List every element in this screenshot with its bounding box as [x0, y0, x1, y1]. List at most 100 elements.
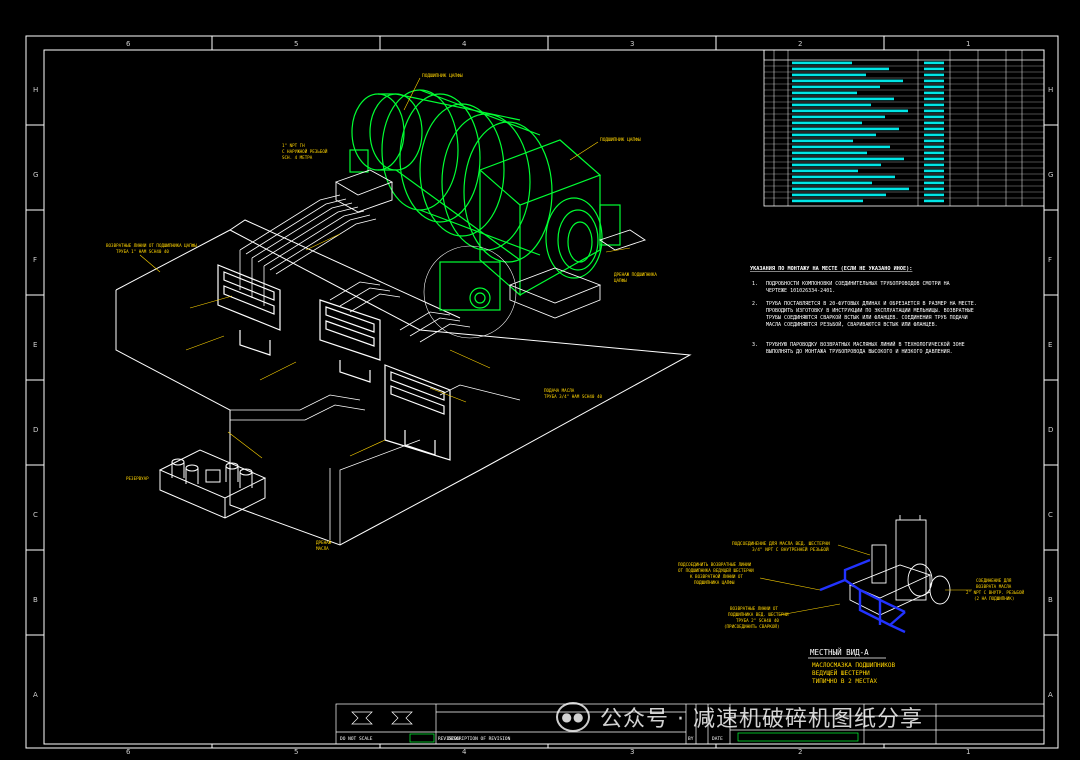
bom-row-text	[792, 103, 871, 107]
do-not-scale-label: DO NOT SCALE	[340, 736, 373, 742]
bom-row-code	[924, 133, 944, 137]
notes-heading: УКАЗАНИЯ ПО МОНТАЖУ НА МЕСТЕ (ЕСЛИ НЕ УК…	[750, 266, 912, 272]
note-2-line: ТРУБА ПОСТАВЛЯЕТСЯ В 20-ФУТОВЫХ ДЛИНАХ И…	[766, 301, 977, 307]
bom-row-text	[792, 79, 903, 83]
col-label: 4	[462, 748, 467, 756]
bill-of-materials-table	[763, 49, 1045, 207]
bom-row-code	[924, 151, 944, 155]
watermark: ●● 公众号 · 减速机破碎机图纸分享	[556, 700, 1056, 734]
detail-subtitle: ТИПИЧНО В 2 МЕСТАХ	[812, 678, 877, 685]
col-label: 2	[798, 40, 802, 48]
callout-oil-drain: МАСЛА	[316, 546, 329, 551]
bom-row-code	[924, 91, 944, 95]
oil-lube-unit	[158, 449, 267, 519]
bom-row-text	[792, 199, 863, 203]
detail-a-marker-circle	[423, 245, 517, 339]
main-callouts: ПОДШИПНИК ЦАПФЫ ПОДШИПНИК ЦАПФЫ 1" NPT Г…	[106, 73, 657, 551]
detail-label-bottom: ПОДШИПНИКА ВЕД. ШЕСТЕРНИ	[728, 612, 789, 617]
bom-row-text	[792, 187, 909, 191]
bom-row-text	[792, 169, 858, 173]
bom-row-code	[924, 61, 944, 65]
row-label: D	[1048, 426, 1053, 434]
callout-trunnion-bearing-top: ПОДШИПНИК ЦАПФЫ	[422, 73, 463, 79]
bom-row-code	[924, 127, 944, 131]
row-label: E	[1048, 341, 1052, 349]
bom-row-code	[924, 139, 944, 143]
callout-return-line: ВОЗВРАТНЫЕ ЛИНИИ ОТ ПОДШИПНИКА ЦАПФЫ	[106, 243, 197, 248]
watermark-text: 公众号 · 减速机破碎机图纸分享	[600, 707, 923, 732]
row-label: G	[1048, 171, 1053, 179]
row-label: G	[33, 171, 38, 179]
revision-label: REVISION	[438, 736, 460, 742]
col-label: 4	[462, 40, 467, 48]
bom-row-text	[792, 139, 853, 143]
row-label: F	[33, 256, 37, 264]
title-block	[335, 703, 1045, 745]
detail-label-left: ОТ ПОДШИПНИКА ВЕДУЩЕЙ ШЕСТЕРНИ	[678, 568, 754, 573]
bom-row-text	[792, 193, 886, 197]
bom-row-text	[792, 97, 894, 101]
note-2-number: 2.	[752, 301, 758, 307]
col-label: 3	[630, 748, 634, 756]
note-3-line: ВЫПОЛНЯТЬ ДО МОНТАЖА ТРУБОПРОВОДА ВЫСОКО…	[766, 349, 953, 355]
bom-row-code	[924, 157, 944, 161]
row-label: H	[1048, 86, 1053, 94]
row-label: F	[1048, 256, 1052, 264]
callout-1npt: С НАРУЖНОЙ РЕЗЬБОЙ	[282, 149, 328, 154]
mill-bases	[334, 169, 647, 319]
col-label: 5	[294, 748, 298, 756]
bom-row-text	[792, 115, 885, 119]
ball-mill	[349, 89, 621, 311]
row-label: B	[1048, 596, 1053, 604]
row-label: C	[1048, 511, 1053, 519]
callout-trunnion-bearing-right: ПОДШИПНИК ЦАПФЫ	[600, 137, 641, 143]
detail-subtitle: ВЕДУЩЕЙ ШЕСТЕРНИ	[812, 670, 870, 677]
by-label: BY	[688, 736, 694, 742]
detail-label-left: ПОДШИПНИКА ЦАПФЫ	[694, 580, 735, 585]
detail-label-left: ПОДСОЕДИНИТЬ ВОЗВРАТНЫЕ ЛИНИИ	[678, 562, 752, 567]
detail-label-top: 3/4" NPT С ВНУТРЕННЕЙ РЕЗЬБОЙ	[752, 546, 829, 553]
bom-row-text	[792, 151, 867, 155]
bom-row-text	[792, 175, 895, 179]
row-label: A	[33, 691, 38, 699]
detail-title: МЕСТНЫЙ ВИД-А	[810, 648, 869, 657]
note-3-number: 3.	[752, 342, 758, 348]
note-2-line: МАСЛА СОЕДИНЯЮТСЯ РЕЗЬБОЙ, СВАРИВАЮТСЯ В…	[766, 321, 938, 328]
detail-view-a: ПОДСОЕДИНЕНИЕ ДЛЯ МАСЛА ВЕД. ШЕСТЕРНИ 3/…	[678, 515, 1024, 685]
bom-row-code	[924, 103, 944, 107]
callout-supply-line: ПОДАЧА МАСЛА	[544, 388, 575, 393]
detail-label-bottom: ВОЗВРАТНЫЕ ЛИНИИ ОТ	[730, 606, 778, 611]
bom-row-code	[924, 115, 944, 119]
bom-row-code	[924, 97, 944, 101]
bom-row-text	[792, 157, 904, 161]
bom-row-text	[792, 91, 857, 95]
bom-row-text	[792, 145, 890, 149]
pipe-support-frames	[217, 264, 451, 461]
bom-row-code	[924, 145, 944, 149]
date-label: DATE	[712, 736, 723, 742]
callout-oil-drain: ДРЕНАЖ	[316, 540, 332, 545]
callout-pinion-drain: ЦАПФЫ	[614, 278, 627, 283]
callout-pinion-drain: ДРЕНАЖ ПОДШИПНИКА	[614, 272, 657, 277]
note-1-line: ПОДРОБНОСТИ КОМПОНОВКИ СОЕДИНИТЕЛЬНЫХ ТР…	[766, 281, 950, 287]
detail-label-right: (2 НА ПОДШИПНИК)	[974, 596, 1014, 601]
bom-row-text	[792, 67, 889, 71]
detail-subtitle: МАСЛОСМАЗКА ПОДШИПНИКОВ	[812, 662, 895, 669]
callout-1npt: SCH. 4 МЕТРА	[282, 155, 313, 160]
bom-row-code	[924, 121, 944, 125]
col-label: 6	[126, 748, 131, 756]
col-label: 1	[966, 748, 970, 756]
bom-row-code	[924, 193, 944, 197]
note-2-line: ТРУБЫ СОЕДИНЯЮТСЯ СВАРКОЙ ВСТЫК ИЛИ ФЛАН…	[766, 314, 968, 321]
piping-runs	[230, 194, 521, 545]
revision-description-header: DESCRIPTION OF REVISION	[448, 736, 511, 742]
col-label: 1	[966, 40, 970, 48]
bom-row-text	[792, 61, 852, 65]
row-label: D	[33, 426, 38, 434]
note-1-line: ЧЕРТЕЖЕ 101026334-2401.	[766, 288, 835, 294]
detail-label-right: 2" NPT С ВНУТР. РЕЗЬБОЙ	[966, 590, 1024, 595]
col-label: 5	[294, 40, 298, 48]
bom-row-code	[924, 73, 944, 77]
bom-row-code	[924, 199, 944, 203]
